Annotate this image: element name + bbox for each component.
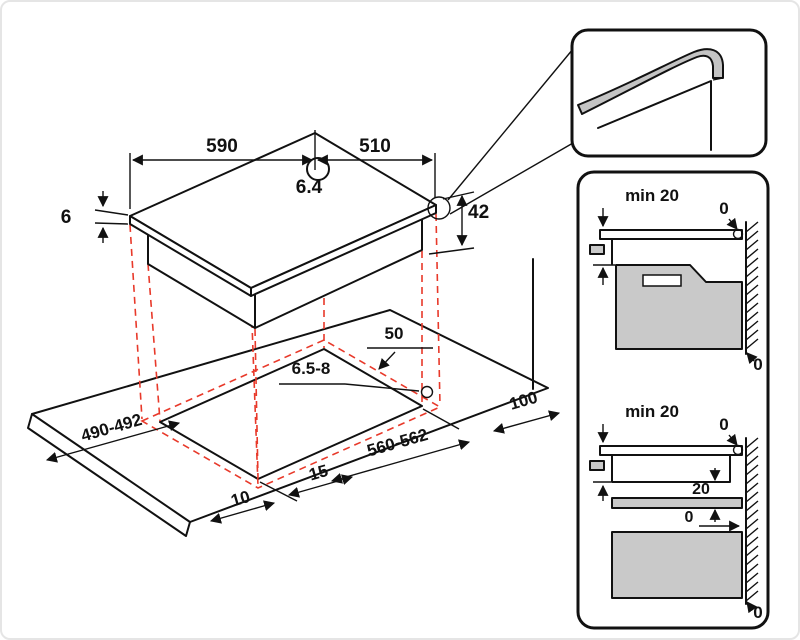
fixing-bracket <box>589 460 605 471</box>
edge-detail-callout-lines <box>447 48 574 215</box>
oven-min-clearance-label: min 20 <box>625 186 679 205</box>
cutout-corner-radius-circle <box>420 385 434 399</box>
drawer-wall-gap-top: 0 <box>719 415 728 434</box>
hob-glass-right-edge <box>250 204 437 297</box>
edge-detail-panel <box>570 28 768 158</box>
hob-footprint-dashed <box>140 339 442 489</box>
hob-cross-section <box>599 229 743 240</box>
hob-isometric <box>129 132 451 329</box>
edge-detail-circle <box>427 196 451 220</box>
oven-vent-slot <box>642 274 682 287</box>
drawer-box <box>611 531 743 599</box>
worktop-cutout <box>159 348 423 480</box>
shelf <box>611 497 743 509</box>
edge-gap-circle <box>732 444 744 456</box>
hob-chassis-cross-section <box>611 454 731 483</box>
drawer-min-clearance-label: min 20 <box>625 402 679 421</box>
hob-dimensions: 590 510 6.4 6 42 <box>61 130 489 255</box>
dim-hob-height: 42 <box>468 202 489 223</box>
drawer-installation-diagram: min 20 20 0 0 0 <box>589 402 763 622</box>
oven-installation-diagram: min 20 0 0 <box>589 186 763 374</box>
oven-wall-gap-bottom: 0 <box>753 355 762 374</box>
dim-corner-radius: 6.5-8 <box>292 359 331 378</box>
dim-glass-thickness: 6 <box>61 207 72 228</box>
dim-rear-clearance: 50 <box>385 324 404 343</box>
drawer-shelf-gap: 20 <box>692 481 710 498</box>
glass-slab-edge <box>597 80 712 151</box>
dim-hob-depth: 510 <box>359 136 391 157</box>
drawer-wall-gap-bottom: 0 <box>753 603 762 622</box>
worktop-edge-thickness <box>27 413 191 537</box>
oven-wall-gap-top: 0 <box>719 199 728 218</box>
projection-lines <box>129 213 442 489</box>
edge-gap-circle <box>732 228 744 240</box>
wall-hatch <box>745 437 759 602</box>
drawer-shelf-wall-gap: 0 <box>685 509 694 526</box>
worktop-isometric <box>27 258 549 537</box>
glass-edge-profile-band <box>577 48 724 115</box>
hob-cross-section <box>599 445 743 456</box>
wall-hatch <box>745 221 759 350</box>
installation-panel: min 20 0 0 min 20 <box>576 170 770 630</box>
dim-hob-width: 590 <box>206 136 238 157</box>
dim-hole-diameter: 6.4 <box>296 177 323 198</box>
fixing-bracket <box>589 244 605 255</box>
